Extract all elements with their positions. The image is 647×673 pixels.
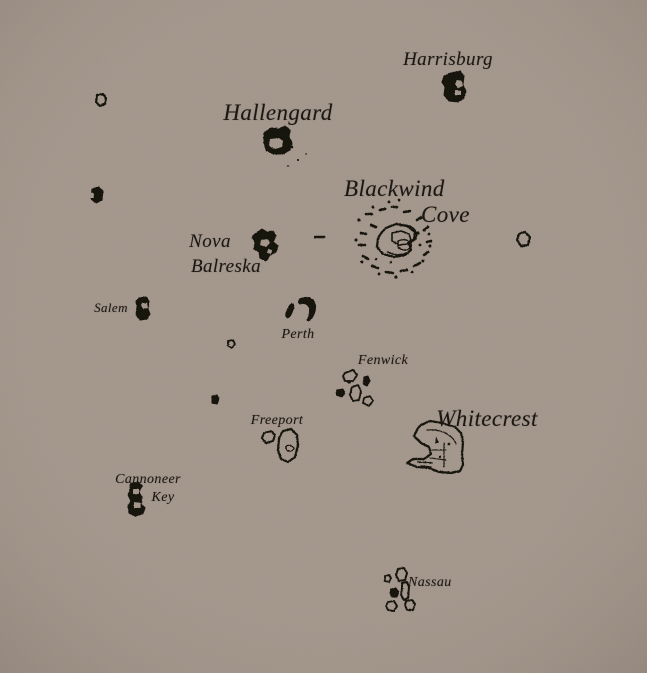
fenwick-islets [335,369,374,407]
place-label-whitecrest[interactable]: Whitecrest [436,406,538,431]
cannoneer-key-island [127,481,146,517]
place-label-fenwick[interactable]: Fenwick [357,353,409,368]
harrisburg-island [441,70,467,103]
islet-northwest-lower [90,186,104,204]
place-label-hallengard[interactable]: Hallengard [223,100,333,125]
islet-northwest-upper [94,92,108,108]
place-label-freeport[interactable]: Freeport [250,413,304,428]
islet-east-ring [515,230,532,248]
salem-island [135,296,151,321]
place-label-cannoneer[interactable]: Cannoneer [115,472,181,487]
nassau-islets [384,567,416,612]
place-label-salem[interactable]: Salem [94,300,128,315]
unlabeled-islets [89,92,532,405]
place-label-perth[interactable]: Perth [281,327,315,342]
freeport-islands [261,427,300,464]
perth-islands [285,296,317,322]
place-label-balreska[interactable]: Balreska [190,256,262,277]
blackwind-atoll [354,198,433,279]
islet-mid-dot-lower [211,394,220,405]
place-label-nassau[interactable]: Nassau [408,575,452,590]
place-label-blackwind[interactable]: Blackwind [344,176,445,201]
hallengard-island [263,125,307,167]
place-label-nova[interactable]: Nova [189,231,231,252]
place-label-key[interactable]: Key [151,490,175,505]
place-label-harrisburg[interactable]: Harrisburg [403,49,493,70]
islet-mid-dot-upper [227,339,236,349]
whitecrest-island [405,419,465,475]
nova-balreska-island [251,228,279,262]
place-label-cove[interactable]: Cove [421,202,470,227]
